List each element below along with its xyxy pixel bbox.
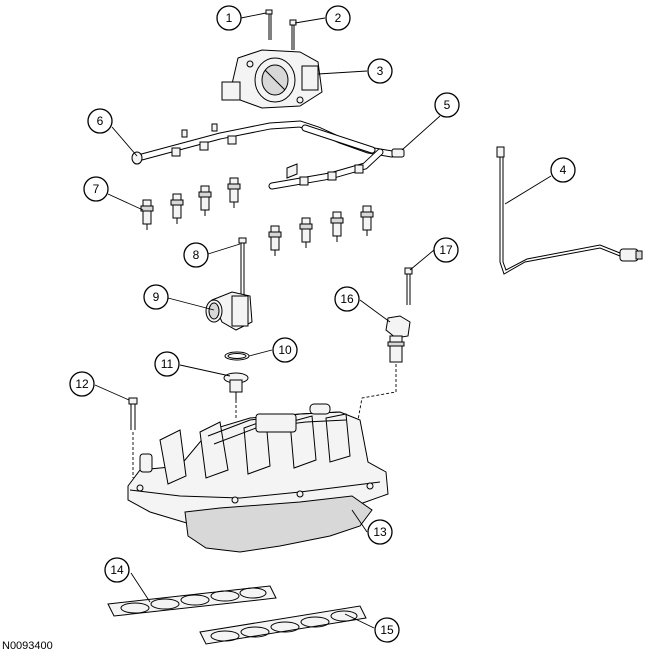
callout-6: 6 (87, 108, 113, 134)
o-ring-part (224, 351, 250, 361)
svg-text:12: 12 (75, 377, 89, 391)
figure-id-label: N0093400 (2, 640, 53, 652)
bolt-1-part (265, 9, 273, 40)
svg-text:13: 13 (373, 525, 387, 539)
callout-13: 13 (367, 519, 393, 545)
svg-text:16: 16 (340, 292, 354, 306)
svg-text:10: 10 (278, 343, 292, 357)
sensor-harness-part (496, 146, 643, 275)
callout-4: 4 (550, 157, 576, 183)
gasket-15-part (199, 605, 367, 645)
callout-10: 10 (272, 337, 298, 363)
callout-5: 5 (434, 92, 460, 118)
svg-text:9: 9 (153, 290, 160, 304)
svg-text:15: 15 (380, 623, 394, 637)
svg-text:17: 17 (439, 243, 453, 257)
sensor-16-part (357, 315, 411, 421)
gasket-14-part (107, 585, 277, 617)
svg-text:5: 5 (444, 98, 451, 112)
stud-2-part (289, 19, 297, 50)
callout-7: 7 (83, 176, 109, 202)
svg-text:1: 1 (226, 11, 233, 25)
svg-text:11: 11 (161, 357, 174, 371)
leader-lines (94, 12, 552, 629)
bolt-17-part (404, 267, 413, 305)
thermostat-part (223, 372, 249, 420)
callout-8: 8 (183, 242, 209, 268)
svg-text:2: 2 (335, 11, 342, 25)
svg-text:3: 3 (377, 64, 384, 78)
callout-2: 2 (325, 5, 351, 31)
bolt-12-part (128, 397, 138, 478)
callout-17: 17 (433, 237, 459, 263)
svg-text:14: 14 (110, 563, 124, 577)
callout-9: 9 (143, 284, 169, 310)
intake-manifold-part (127, 403, 389, 553)
callout-3: 3 (367, 58, 393, 84)
callout-14: 14 (104, 557, 130, 583)
svg-text:7: 7 (93, 182, 100, 196)
svg-text:6: 6 (97, 114, 104, 128)
callout-12: 12 (69, 371, 95, 397)
callout-16: 16 (334, 286, 360, 312)
svg-text:4: 4 (560, 163, 567, 177)
svg-text:8: 8 (193, 248, 200, 262)
fuel-injectors-part (140, 177, 374, 256)
throttle-body-part (221, 49, 323, 109)
callout-15: 15 (374, 617, 400, 643)
callout-11: 11 (154, 351, 180, 377)
callout-1: 1 (216, 5, 242, 31)
fuel-rail-part (131, 120, 405, 190)
water-outlet-part (205, 291, 253, 331)
